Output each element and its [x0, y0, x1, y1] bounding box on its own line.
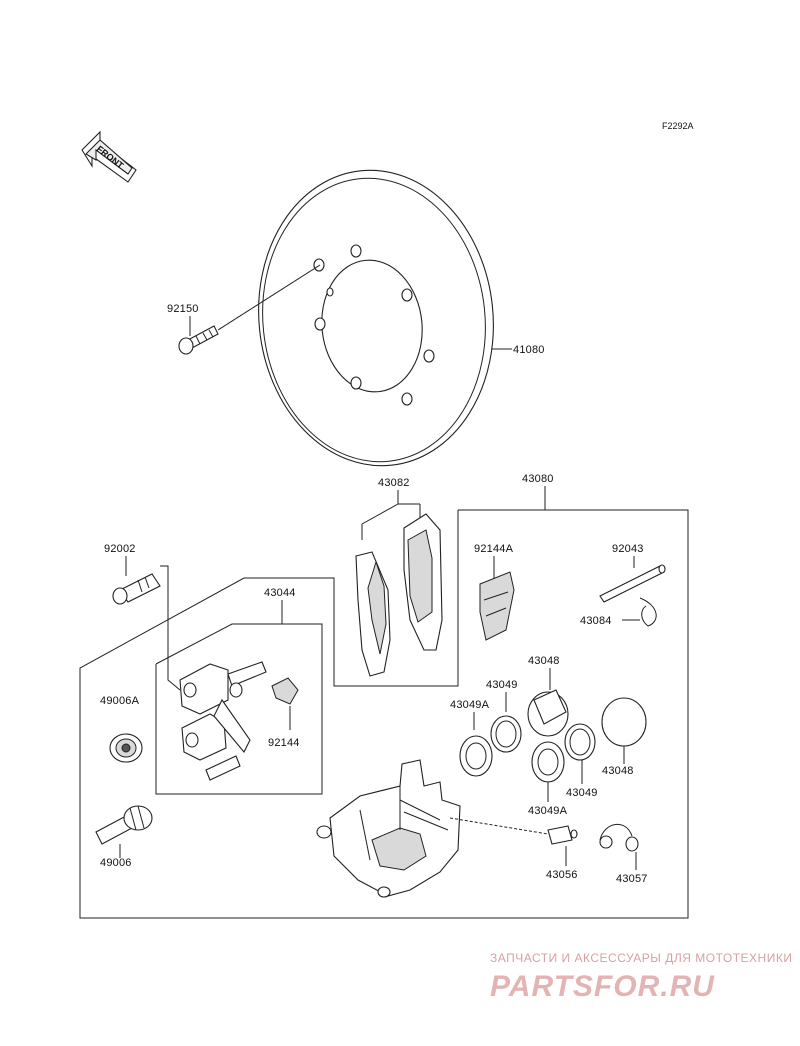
caliper-bolt — [112, 573, 161, 605]
part-label-92144A: 92144A — [474, 543, 514, 555]
part-label-43049-b: 43049 — [566, 787, 598, 799]
part-label-92043: 92043 — [612, 543, 644, 555]
bleed-valve — [547, 825, 578, 845]
watermark-brand: PARTSFOR.RU — [490, 970, 715, 1003]
part-label-49006: 49006 — [100, 857, 132, 869]
pad-spring — [479, 571, 515, 641]
slide-pin — [95, 805, 153, 845]
brake-disc — [258, 169, 494, 467]
piston-seal-1 — [490, 715, 522, 753]
piston-seal-2 — [564, 723, 596, 761]
diagram-code: F2292A — [662, 121, 694, 131]
brake-pad-outer — [355, 551, 391, 677]
holder-clip — [271, 677, 299, 705]
part-label-41080: 41080 — [513, 344, 545, 356]
part-label-43048-a: 43048 — [528, 655, 560, 667]
front-arrow-icon: FRONT — [81, 130, 137, 183]
part-label-43049A-a: 43049A — [450, 699, 490, 711]
disc-bolt — [178, 325, 219, 355]
bleed-cap — [599, 824, 639, 852]
caliper-holder — [179, 661, 267, 781]
piston-1 — [527, 689, 569, 737]
part-label-43044: 43044 — [264, 587, 296, 599]
part-label-43080: 43080 — [522, 473, 554, 485]
dust-seal-1 — [459, 735, 493, 777]
part-label-43049A-b: 43049A — [528, 805, 568, 817]
part-label-43048-b: 43048 — [602, 765, 634, 777]
caliper-body — [316, 759, 461, 898]
part-label-43056: 43056 — [546, 869, 578, 881]
dust-boot — [109, 733, 143, 763]
part-label-92002: 92002 — [104, 543, 136, 555]
part-label-49006A: 49006A — [100, 695, 140, 707]
piston-2 — [601, 697, 647, 747]
part-label-43049-a: 43049 — [486, 679, 518, 691]
part-label-43084: 43084 — [580, 615, 612, 627]
part-label-43082: 43082 — [378, 477, 410, 489]
part-label-92150: 92150 — [167, 303, 199, 315]
pad-pin — [599, 564, 666, 603]
part-label-43057: 43057 — [616, 873, 648, 885]
dust-seal-2 — [531, 741, 565, 783]
brake-pad-inner — [403, 513, 443, 651]
part-label-92144: 92144 — [268, 737, 300, 749]
watermark-tagline: ЗАПЧАСТИ И АКСЕССУАРЫ ДЛЯ МОТОТЕХНИКИ — [490, 951, 792, 965]
pin-clip — [639, 597, 657, 627]
